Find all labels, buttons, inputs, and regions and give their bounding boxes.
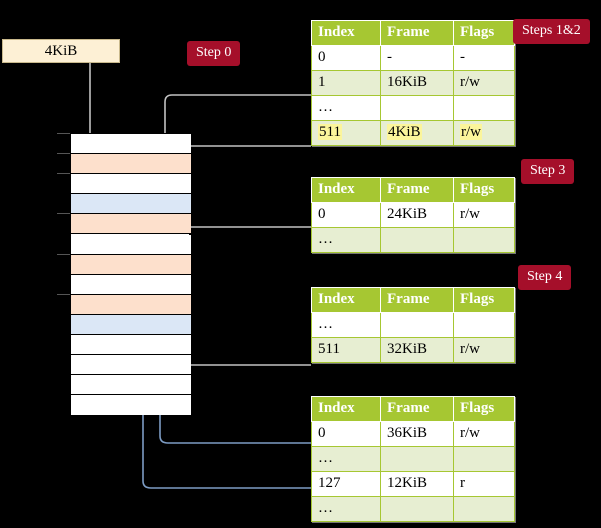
cell-frame: - — [380, 45, 454, 71]
column-header-index: Index — [311, 20, 381, 46]
memory-tick — [57, 213, 70, 215]
cell-frame — [380, 446, 454, 472]
memory-frame-row — [71, 355, 191, 376]
cell-index: … — [311, 95, 381, 121]
table-row: … — [311, 446, 515, 472]
memory-frame-row — [71, 234, 191, 255]
cell-flags: r/w — [453, 120, 515, 146]
memory-frame-row — [71, 194, 191, 215]
cell-flags — [453, 312, 515, 338]
column-header-flags: Flags — [453, 287, 515, 313]
cell-index: … — [311, 227, 381, 253]
memory-tick — [57, 173, 70, 175]
memory-tick — [57, 253, 70, 255]
column-header-index: Index — [311, 396, 381, 422]
cell-flags — [453, 496, 515, 522]
cell-index: 0 — [311, 421, 381, 447]
column-header-frame: Frame — [380, 396, 454, 422]
cell-frame: 32KiB — [380, 337, 454, 363]
memory-frame-row — [71, 274, 191, 295]
cell-frame — [380, 95, 454, 121]
memory-frame-row — [71, 174, 191, 195]
cell-flags: r — [453, 471, 515, 497]
memory-tick — [57, 153, 70, 155]
step-badge-step-3: Step 3 — [521, 159, 575, 184]
cell-flags: - — [453, 45, 515, 71]
cell-index: 127 — [311, 471, 381, 497]
column-header-frame: Frame — [380, 177, 454, 203]
column-header-flags: Flags — [453, 177, 515, 203]
memory-frame-row — [71, 294, 191, 315]
memory-frame-row — [71, 314, 191, 335]
cell-index: … — [311, 496, 381, 522]
column-header-index: Index — [311, 287, 381, 313]
cell-index: 1 — [311, 70, 381, 96]
table-row: … — [311, 496, 515, 522]
cell-frame — [380, 227, 454, 253]
column-header-frame: Frame — [380, 287, 454, 313]
cell-frame: 16KiB — [380, 70, 454, 96]
memory-frame-row — [71, 335, 191, 356]
memory-tick — [57, 133, 70, 134]
step-badge-step-4: Step 4 — [518, 265, 572, 290]
column-header-index: Index — [311, 177, 381, 203]
cell-index: 0 — [311, 45, 381, 71]
cell-flags: r/w — [453, 421, 515, 447]
cell-frame — [380, 312, 454, 338]
cell-index: 511 — [311, 120, 381, 146]
step-badge-step-0: Step 0 — [187, 41, 241, 66]
column-header-flags: Flags — [453, 20, 515, 46]
cell-index: 0 — [311, 202, 381, 228]
column-header-flags: Flags — [453, 396, 515, 422]
cell-flags — [453, 227, 515, 253]
cell-index: 511 — [311, 337, 381, 363]
cell-frame: 36KiB — [380, 421, 454, 447]
cell-frame: 4KiB — [380, 120, 454, 146]
column-header-frame: Frame — [380, 20, 454, 46]
table-row: … — [311, 312, 515, 338]
memory-frame-row — [71, 214, 191, 235]
memory-frame-row — [71, 375, 191, 396]
cell-index: … — [311, 446, 381, 472]
memory-frame-row — [71, 134, 191, 155]
table-row: … — [311, 227, 515, 253]
cell-frame: 12KiB — [380, 471, 454, 497]
memory-frame-row — [71, 154, 191, 175]
physical-memory-column — [70, 133, 191, 416]
cell-flags: r/w — [453, 70, 515, 96]
step-badge-steps-1-2: Steps 1&2 — [513, 19, 590, 44]
memory-frame-row — [71, 254, 191, 275]
cell-frame: 24KiB — [380, 202, 454, 228]
cell-frame — [380, 496, 454, 522]
cell-flags: r/w — [453, 202, 515, 228]
cell-flags — [453, 95, 515, 121]
cell-flags: r/w — [453, 337, 515, 363]
table-row: … — [311, 95, 515, 121]
wire-step3 — [181, 226, 311, 252]
address-box: 4KiB — [2, 39, 120, 63]
cell-index: … — [311, 312, 381, 338]
memory-tick — [57, 293, 70, 295]
cell-flags — [453, 446, 515, 472]
address-box-label: 4KiB — [44, 42, 78, 59]
memory-frame-row — [71, 395, 191, 416]
table-row: 0-- — [311, 45, 515, 71]
